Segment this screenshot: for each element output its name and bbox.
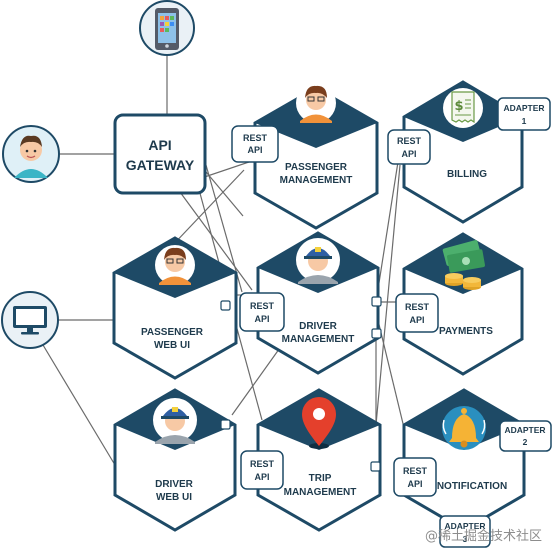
trip-management-label-line1: TRIP bbox=[309, 473, 332, 484]
user-avatar-icon bbox=[14, 135, 48, 178]
adapter-3: ADAPTER 3 bbox=[439, 515, 491, 548]
adapter-3-line1: ADAPTER bbox=[444, 521, 485, 531]
watermark: @稀土掘金技术社区 bbox=[424, 529, 542, 544]
smartphone-icon bbox=[155, 8, 179, 50]
service-driver-management: DRIVER MANAGEMENT bbox=[256, 231, 380, 375]
service-trip-management: TRIP MANAGEMENT bbox=[256, 388, 382, 532]
passenger-avatar-icon bbox=[155, 245, 195, 285]
passenger-avatar-icon bbox=[296, 83, 336, 123]
service-billing: $ BILLING bbox=[402, 80, 524, 224]
passenger-web-ui-label-line1: PASSENGER bbox=[141, 327, 204, 338]
map-pin-icon bbox=[302, 397, 336, 449]
connector-dweb-driver-mgmt bbox=[231, 344, 283, 416]
driver-web-ui-label-line1: DRIVER bbox=[155, 479, 194, 490]
rest-api-box-6: REST API bbox=[393, 457, 437, 497]
api-gateway: API GATEWAY bbox=[113, 113, 207, 195]
port-passenger-web bbox=[220, 300, 231, 311]
rest-api-box-3: REST API bbox=[239, 292, 285, 332]
driver-web-ui-label-line2: WEB UI bbox=[156, 492, 192, 503]
rest-api-3-line1: REST bbox=[250, 301, 275, 311]
port-trip-mgmt bbox=[370, 461, 381, 472]
rest-api-4-line2: API bbox=[409, 315, 424, 325]
rest-api-box-5: REST API bbox=[240, 450, 284, 490]
rest-api-2-line2: API bbox=[401, 149, 416, 159]
notification-label: NOTIFICATION bbox=[437, 481, 507, 492]
rest-api-5-line1: REST bbox=[250, 459, 275, 469]
gateway-label-line1: API bbox=[148, 137, 171, 153]
rest-api-box-2: REST API bbox=[387, 129, 431, 165]
monitor-client bbox=[1, 291, 59, 349]
service-payments: PAYMENTS bbox=[402, 232, 524, 376]
adapter-2-line1: ADAPTER bbox=[504, 425, 545, 435]
svg-text:$: $ bbox=[454, 99, 463, 114]
adapter-2-line2: 2 bbox=[523, 437, 528, 447]
passenger-management-label-line2: MANAGEMENT bbox=[280, 175, 353, 186]
user-client bbox=[2, 125, 60, 183]
passenger-web-ui-label-line2: WEB UI bbox=[154, 340, 190, 351]
port-driver-web bbox=[220, 419, 231, 430]
payments-label: PAYMENTS bbox=[439, 326, 493, 337]
rest-api-6-line2: API bbox=[407, 479, 422, 489]
connector-gateway-driver-web bbox=[205, 164, 243, 293]
connector-pmgmt-pweb bbox=[169, 169, 245, 249]
rest-api-box-1: REST API bbox=[231, 125, 279, 163]
driver-management-label-line2: MANAGEMENT bbox=[282, 334, 355, 345]
rest-api-1-line2: API bbox=[247, 145, 262, 155]
service-driver-web-ui: DRIVER WEB UI bbox=[113, 388, 237, 532]
mobile-client bbox=[139, 0, 195, 56]
rest-api-4-line1: REST bbox=[405, 302, 430, 312]
adapter-2: ADAPTER 2 bbox=[499, 420, 552, 452]
rest-api-6-line1: REST bbox=[403, 466, 428, 476]
service-passenger-management: PASSENGER MANAGEMENT bbox=[253, 83, 379, 230]
receipt-icon: $ bbox=[443, 88, 483, 128]
rest-api-5-line2: API bbox=[254, 472, 269, 482]
adapter-3-line2: 3 bbox=[463, 534, 468, 544]
connector-gateway-driver-mgmt bbox=[179, 191, 253, 291]
adapter-1: ADAPTER 1 bbox=[497, 97, 551, 131]
rest-api-box-4: REST API bbox=[395, 293, 439, 333]
adapter-1-line2: 1 bbox=[522, 116, 527, 126]
driver-management-label-line1: DRIVER bbox=[299, 321, 338, 332]
connector-ports bbox=[220, 296, 382, 472]
bell-icon bbox=[442, 406, 486, 450]
driver-avatar-icon bbox=[296, 238, 340, 284]
service-passenger-web-ui: PASSENGER WEB UI bbox=[112, 236, 238, 380]
rest-api-1-line1: REST bbox=[243, 133, 268, 143]
port-driver-mgmt-right-bottom bbox=[371, 328, 382, 339]
gateway-label-line2: GATEWAY bbox=[126, 157, 195, 173]
connector-billing-trip-mgmt bbox=[371, 164, 401, 469]
billing-label: BILLING bbox=[447, 169, 487, 180]
port-driver-mgmt-right-top bbox=[371, 296, 382, 307]
connector-monitor-dweb bbox=[39, 339, 116, 466]
passenger-management-label-line1: PASSENGER bbox=[285, 162, 348, 173]
driver-avatar-icon bbox=[153, 398, 197, 444]
money-icon bbox=[442, 240, 485, 290]
adapter-1-line1: ADAPTER bbox=[503, 103, 544, 113]
trip-management-label-line2: MANAGEMENT bbox=[284, 487, 357, 498]
rest-api-3-line2: API bbox=[254, 314, 269, 324]
rest-api-2-line1: REST bbox=[397, 136, 422, 146]
monitor-icon bbox=[13, 306, 47, 335]
